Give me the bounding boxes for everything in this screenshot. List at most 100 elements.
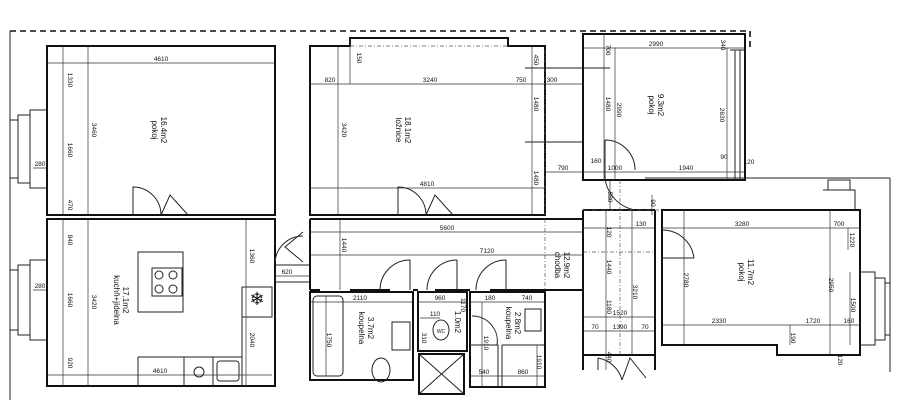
window-room4 [860,271,890,346]
room-area-label: 2.8m2 [513,312,522,335]
dim-label: 1660 [66,143,73,158]
dim-label: 4610 [154,56,169,63]
dim-label: 1480 [532,171,539,186]
door-bath2[interactable] [471,315,498,346]
dimension-lines [33,34,860,387]
dim-label: 2040 [248,333,255,348]
dim-label: 1480 [532,97,539,112]
snowflake-icon: ❄ [249,289,264,309]
room-area-label: 12.9m2 [562,252,571,279]
washbasin-2 [524,308,542,332]
dim-label: 700 [604,45,611,56]
room-bath2 [469,291,546,388]
door-swing[interactable] [604,177,636,211]
dim-label: 280 [35,161,46,168]
dim-label: 620 [282,269,293,276]
wc-toilet-icon [432,319,450,341]
dim-label: 130 [636,221,647,228]
burner-icons [154,270,178,294]
dim-label: 840 [66,235,73,246]
dim-label: 1390 [613,324,628,331]
dim-label: 310 [420,333,427,344]
dim-label: 820 [325,77,336,84]
dim-label: 190 [789,333,796,344]
dim-label: 4810 [420,181,435,188]
washbasin [391,321,411,351]
door-room2[interactable] [397,186,454,216]
room-pokoj-4 [661,209,861,356]
dim-label: 1440 [605,260,612,275]
dim-label: 3210 [631,285,638,300]
dim-label: 3240 [423,77,438,84]
room-area-label: 11.7m2 [746,259,755,286]
dim-label: 1480 [604,97,611,112]
dim-label: 960 [435,295,446,302]
room-area-label: 18.1m2 [403,117,412,144]
dim-label: 580 [606,192,613,203]
dim-label: 120 [836,355,843,366]
dim-label: 1360 [248,249,255,264]
dim-label: 1330 [66,73,73,88]
dim-label: 120 [744,159,755,166]
cooktop [151,267,183,297]
dim-label: 1440 [340,238,347,253]
dim-label: 1910 [482,336,489,351]
fridge [241,286,273,318]
dim-label: 2630 [718,108,725,123]
dim-label: 180 [485,295,496,302]
dim-label: 160 [844,318,855,325]
door-room4[interactable] [661,229,695,259]
dimension-labels-horizontal: 4610 280 4610 280 620 820 3240 750 300 4… [35,41,855,376]
room-name-label: koupelna [504,307,513,340]
dim-label: 7120 [480,248,495,255]
window-room1 [10,109,47,189]
dim-label: 1500 [849,298,856,313]
dim-label: 1220 [848,233,855,248]
dim-label: 740 [522,295,533,302]
dim-label: 70 [591,324,599,331]
dimension-labels-vertical: 1330 3460 1660 470 840 1660 3420 920 136… [66,40,856,370]
dim-label: 540 [479,369,490,376]
dim-ext [525,67,610,143]
shower-cross [418,353,465,395]
dim-label: 150 [355,53,362,64]
dim-label: 120 [605,227,612,238]
room-pokoj-3 [582,33,746,181]
room-name-label: pokoj [150,120,159,139]
room-area-label: 9.3m2 [656,94,665,117]
door-entrance[interactable] [597,356,647,381]
dim-label: 300 [547,77,558,84]
dim-label: 2990 [649,41,664,48]
bathroom-doors[interactable] [379,259,507,291]
room-area-label: 3.7m2 [366,317,375,340]
hall-right-lines [583,180,660,355]
dim-label: 340 [719,40,726,51]
room-name-label: koupelna [357,312,366,345]
dim-label: 2780 [682,273,689,288]
dim-label: 3460 [90,123,97,138]
shower [418,353,465,395]
dim-label: 470 [66,200,73,211]
dim-label: 2990 [615,103,622,118]
closet-line [350,45,546,215]
window-kitchen [10,259,47,341]
dim-label: 700 [834,221,845,228]
wc-label: WC [437,329,446,335]
door-room1[interactable] [132,186,189,216]
dim-label: 790 [558,165,569,172]
dim-label: 3420 [340,123,347,138]
dim-label: 750 [516,77,527,84]
dim-label: 1910 [535,355,542,370]
room-name-label: kuchň+jídelna [112,275,121,325]
room-area-label: 17.1m2 [121,287,130,314]
dim-label: 280 [35,283,46,290]
dim-label: 1000 [608,165,623,172]
dim-label: 90 [649,199,656,207]
dim-label: 3280 [735,221,750,228]
door-kitchen[interactable] [274,231,310,283]
dim-label: 1720 [806,318,821,325]
dim-label: 5600 [440,225,455,232]
dim-label: 1170 [459,298,466,312]
